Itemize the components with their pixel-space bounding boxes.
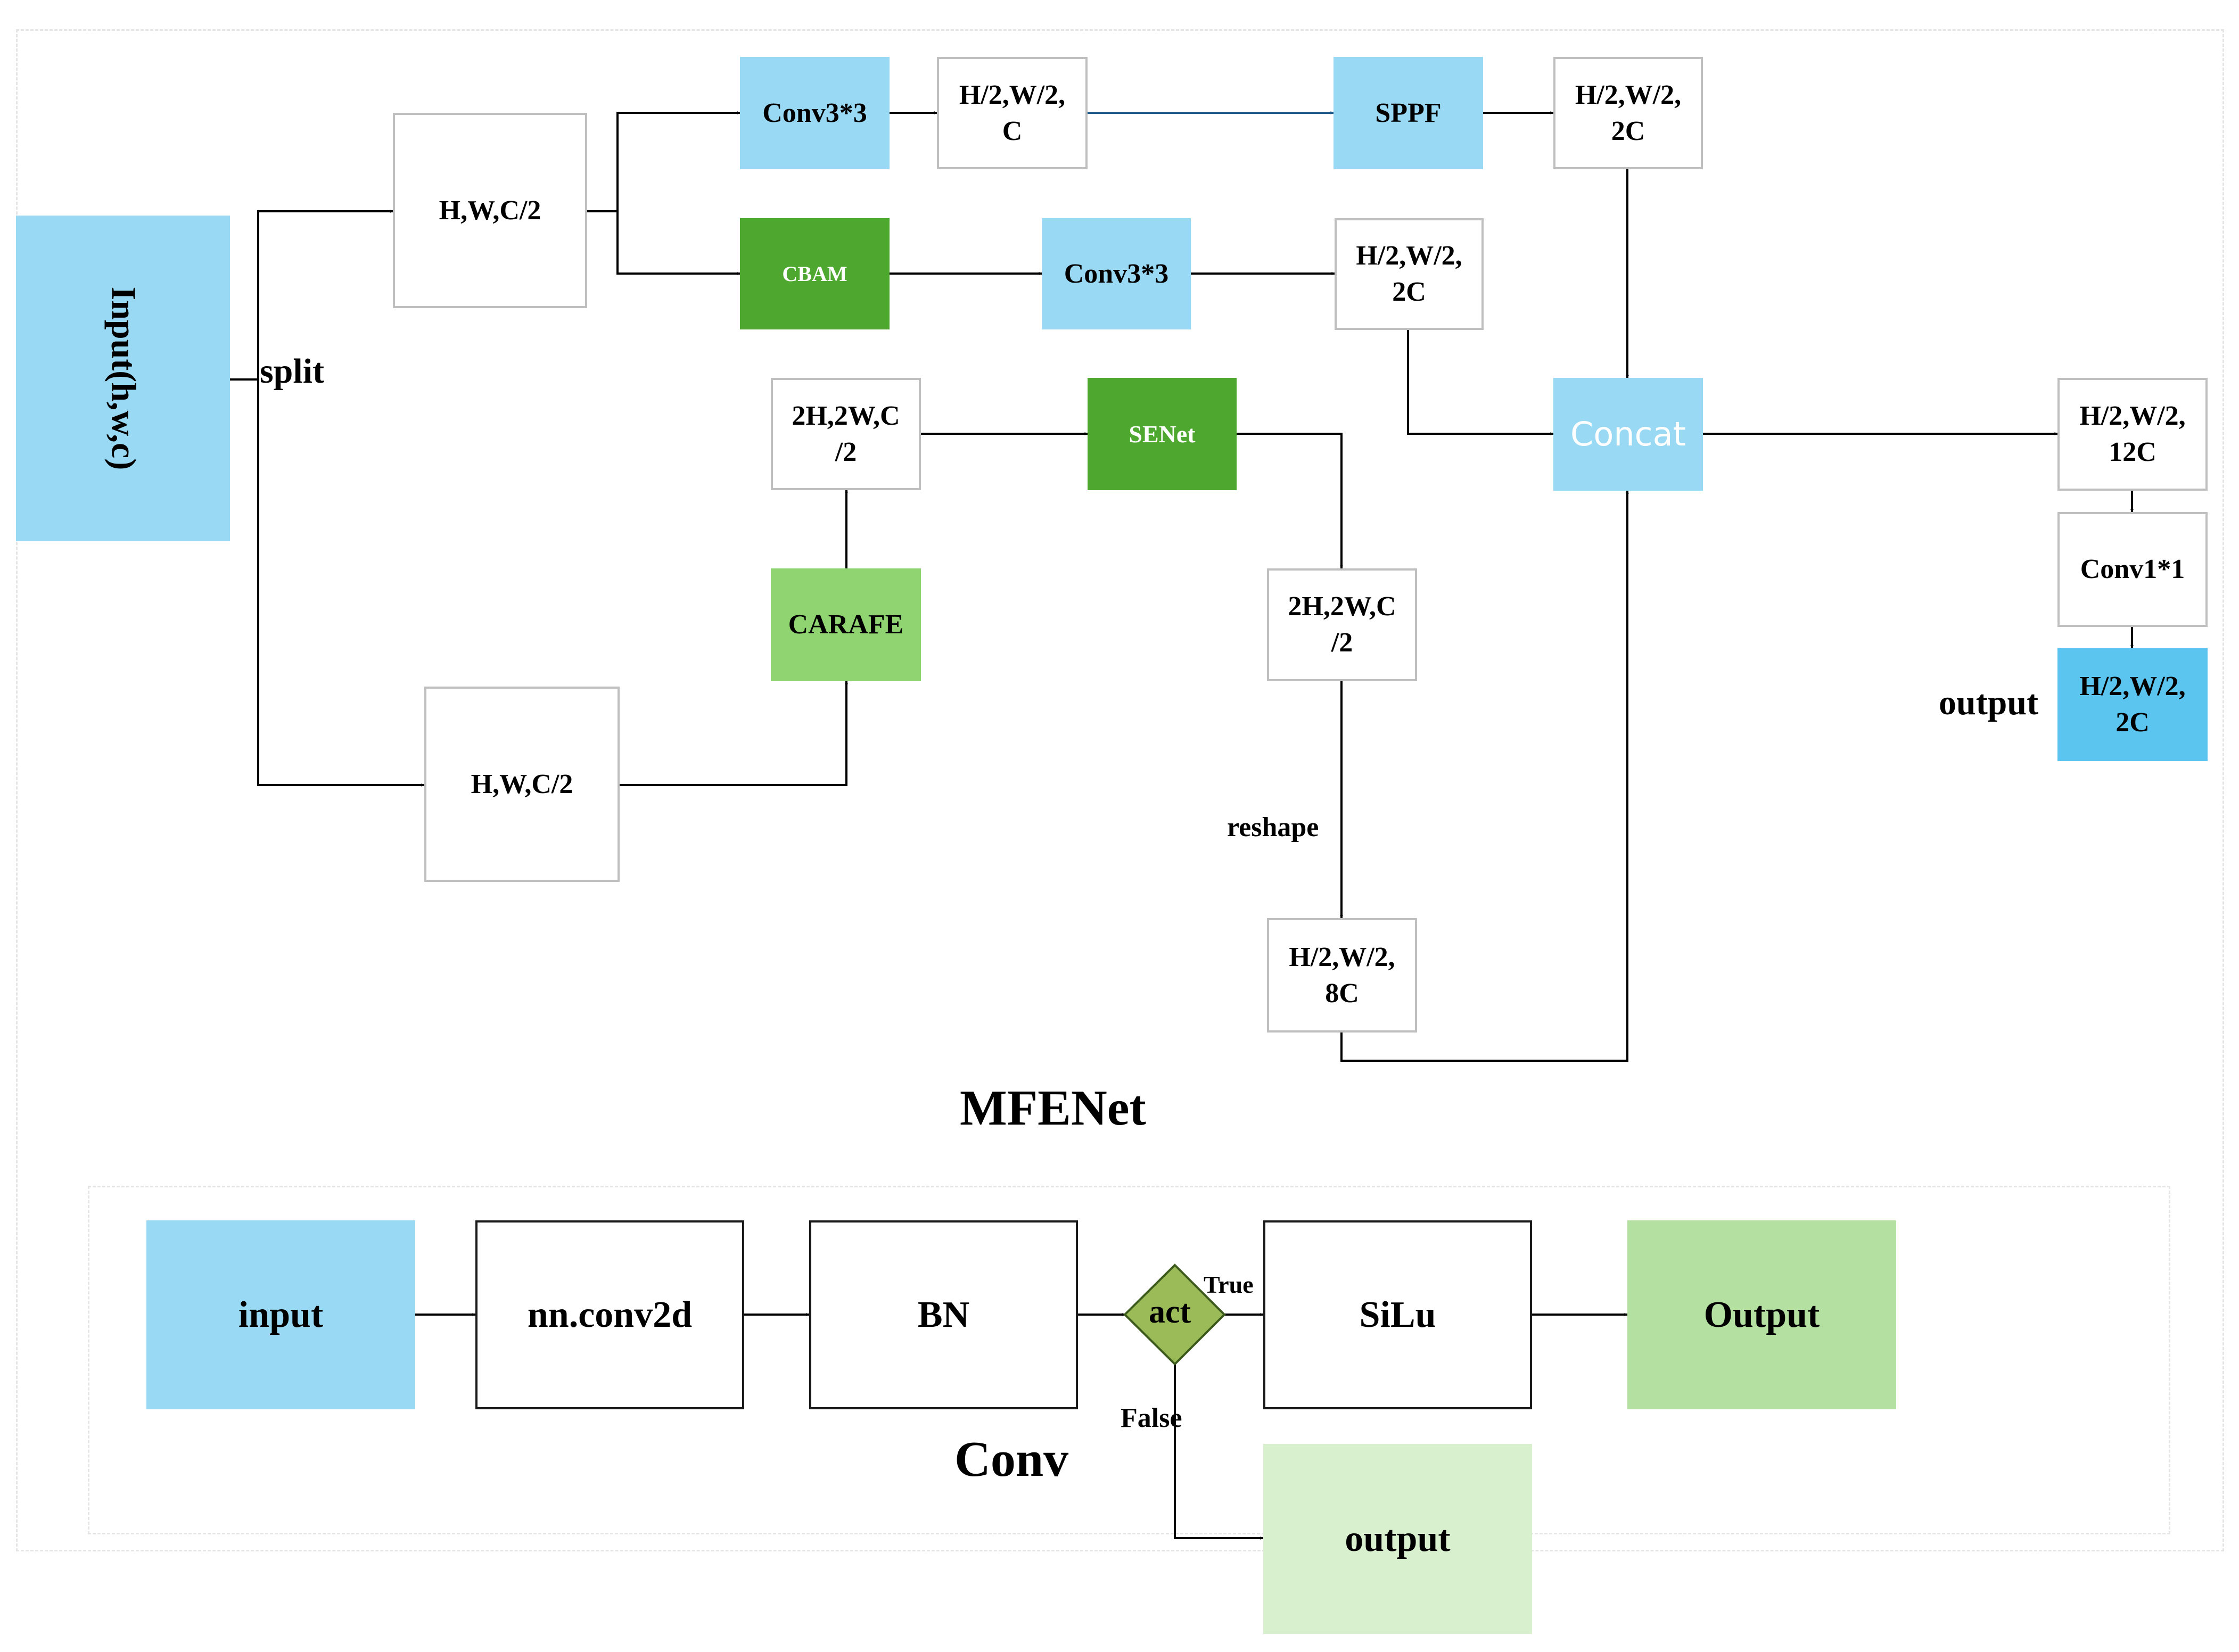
concat-box: Concat bbox=[1553, 378, 1703, 491]
conv-output-false-box: output bbox=[1263, 1444, 1532, 1634]
conv11-box: Conv1*1 bbox=[2057, 512, 2208, 627]
2h2wc2-top-box: 2H,2W,C /2 bbox=[771, 378, 921, 490]
conv2d-box: nn.conv2d bbox=[475, 1220, 744, 1409]
split-to-bottom-wire bbox=[257, 379, 425, 787]
act-false-wire bbox=[1174, 1364, 1264, 1540]
conv-input-box: input bbox=[146, 1220, 415, 1409]
split-label: split bbox=[260, 352, 325, 391]
branch-to-cbam-wire bbox=[616, 211, 740, 275]
h2w2-8c-box: H/2,W/2, 8C bbox=[1267, 918, 1417, 1032]
act-diamond bbox=[1123, 1263, 1226, 1366]
silu-box: SiLu bbox=[1263, 1220, 1532, 1409]
hwc2-bottom-to-carafe-wire bbox=[619, 681, 848, 786]
hwc2-bottom-box: H,W,C/2 bbox=[424, 687, 620, 882]
reshape-label: reshape bbox=[1227, 812, 1319, 842]
act-label: act bbox=[1149, 1294, 1191, 1330]
input-box: Input(h,w,c) bbox=[16, 216, 230, 541]
h2w2-2c-mid-box: H/2,W/2, 2C bbox=[1335, 218, 1484, 330]
cbam-box: CBAM bbox=[740, 218, 890, 329]
hw2c-to-concat-wire bbox=[1407, 330, 1554, 435]
conv-output-true-box: Output bbox=[1627, 1220, 1896, 1409]
sppf-box: SPPF bbox=[1333, 57, 1483, 169]
senet-to-2h-wire bbox=[1235, 433, 1343, 569]
carafe-box: CARAFE bbox=[771, 568, 921, 681]
hwc2-top-box: H,W,C/2 bbox=[393, 113, 587, 308]
h2w2-12c-box: H/2,W/2, 12C bbox=[2057, 378, 2208, 491]
mfenet-title: MFENet bbox=[960, 1080, 1146, 1136]
h2w2-2c-top-box: H/2,W/2, 2C bbox=[1553, 57, 1703, 169]
h2w2-2c-out-box: H/2,W/2, 2C bbox=[2057, 648, 2208, 761]
mfenet-frame bbox=[16, 29, 2224, 1551]
conv-frame bbox=[88, 1186, 2170, 1534]
branch-to-conv-wire bbox=[616, 111, 740, 211]
output-label: output bbox=[1939, 683, 2039, 722]
bn-box: BN bbox=[809, 1220, 1078, 1409]
false-label: False bbox=[1121, 1403, 1182, 1433]
split-to-top-wire bbox=[257, 210, 393, 379]
conv-title: Conv bbox=[954, 1432, 1069, 1487]
senet-box: SENet bbox=[1088, 378, 1237, 490]
concat-label: Concat bbox=[1570, 414, 1686, 453]
8c-to-concat-wire bbox=[1340, 490, 1629, 1062]
true-label: True bbox=[1204, 1271, 1254, 1298]
conv33-top-box: Conv3*3 bbox=[740, 57, 890, 169]
input-label: Input(h,w,c) bbox=[103, 286, 143, 470]
conv33-mid-box: Conv3*3 bbox=[1042, 218, 1191, 329]
h2w2c-top-box: H/2,W/2, C bbox=[937, 57, 1088, 169]
2h2wc2-right-box: 2H,2W,C /2 bbox=[1267, 568, 1417, 681]
